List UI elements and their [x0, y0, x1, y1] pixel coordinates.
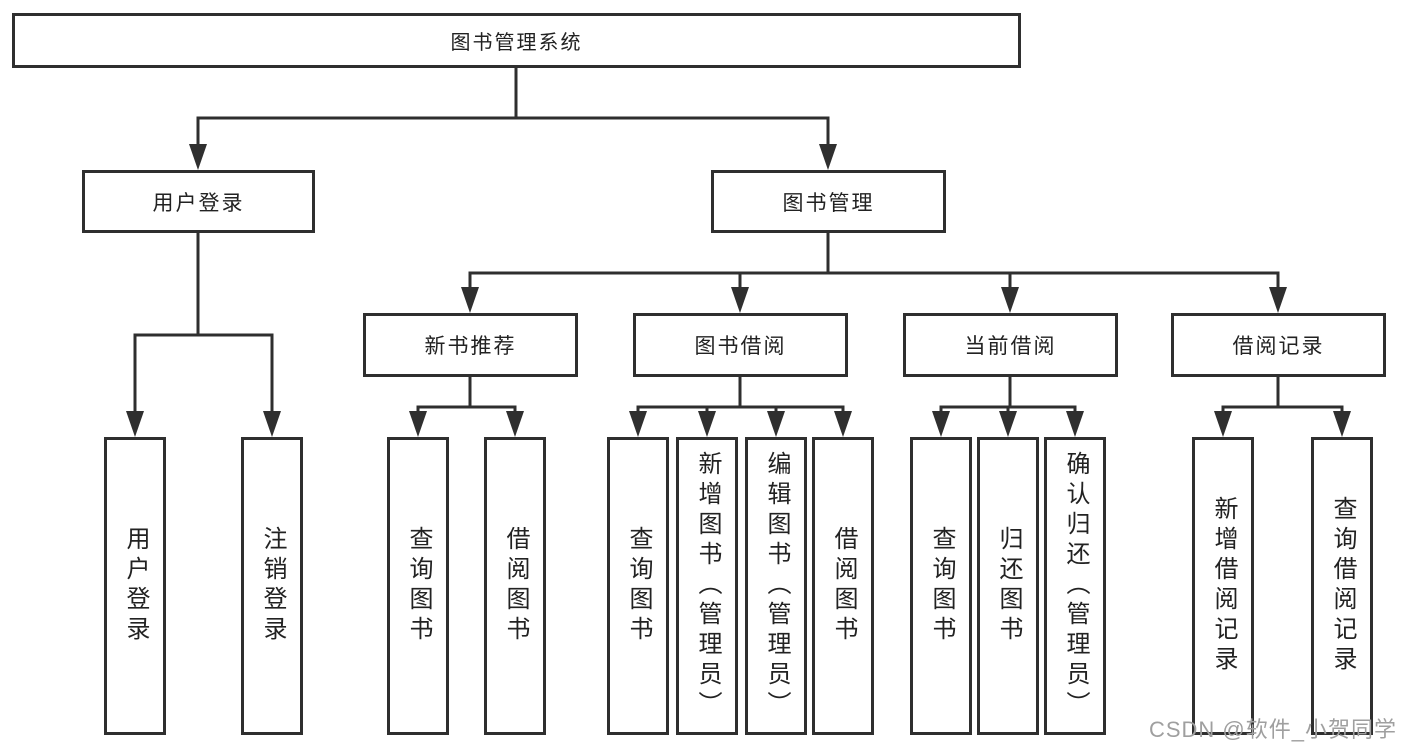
- leaf-label: 确认归还（管理员）: [1062, 451, 1089, 721]
- leaf-label: 用户登录: [122, 526, 149, 646]
- node-current-borrowing: 当前借阅: [903, 313, 1118, 377]
- leaf-label: 查询图书: [405, 526, 432, 646]
- leaf-confirm-return-admin: 确认归还（管理员）: [1044, 437, 1106, 735]
- node-library-management-system: 图书管理系统: [12, 13, 1021, 68]
- leaf-return-books: 归还图书: [977, 437, 1039, 735]
- leaf-label: 借阅图书: [502, 526, 529, 646]
- leaf-label: 查询图书: [928, 526, 955, 646]
- leaf-logout: 注销登录: [241, 437, 303, 735]
- node-user-login: 用户登录: [82, 170, 315, 233]
- leaf-borrow-books: 借阅图书: [812, 437, 874, 735]
- leaf-label: 新增图书（管理员）: [694, 451, 721, 721]
- leaf-query-borrow-record: 查询借阅记录: [1311, 437, 1373, 735]
- watermark-text: CSDN @软件_小贺同学: [1148, 717, 1397, 742]
- leaf-query-books-borrow: 查询图书: [607, 437, 669, 735]
- leaf-query-books-current: 查询图书: [910, 437, 972, 735]
- leaf-query-books-recommend: 查询图书: [387, 437, 449, 735]
- node-label: 当前借阅: [964, 335, 1057, 358]
- leaf-user-login: 用户登录: [104, 437, 166, 735]
- node-label: 借阅记录: [1232, 335, 1325, 358]
- leaf-borrow-books-recommend: 借阅图书: [484, 437, 546, 735]
- node-label: 图书管理系统: [450, 32, 583, 54]
- node-new-book-recommendation: 新书推荐: [363, 313, 578, 377]
- node-label: 新书推荐: [424, 335, 517, 358]
- node-book-borrowing: 图书借阅: [633, 313, 848, 377]
- leaf-label: 借阅图书: [830, 526, 857, 646]
- node-label: 图书借阅: [694, 335, 787, 358]
- leaf-add-borrow-record: 新增借阅记录: [1192, 437, 1254, 735]
- leaf-add-books-admin: 新增图书（管理员）: [676, 437, 738, 735]
- leaf-edit-books-admin: 编辑图书（管理员）: [745, 437, 807, 735]
- node-borrowing-records: 借阅记录: [1171, 313, 1386, 377]
- leaf-label: 注销登录: [259, 526, 286, 646]
- node-label: 图书管理: [782, 191, 875, 215]
- leaf-label: 编辑图书（管理员）: [763, 451, 790, 721]
- leaf-label: 归还图书: [995, 526, 1022, 646]
- leaf-label: 查询图书: [625, 526, 652, 646]
- leaf-label: 查询借阅记录: [1329, 496, 1356, 676]
- node-label: 用户登录: [152, 191, 245, 215]
- node-book-management: 图书管理: [711, 170, 946, 233]
- leaf-label: 新增借阅记录: [1210, 496, 1237, 676]
